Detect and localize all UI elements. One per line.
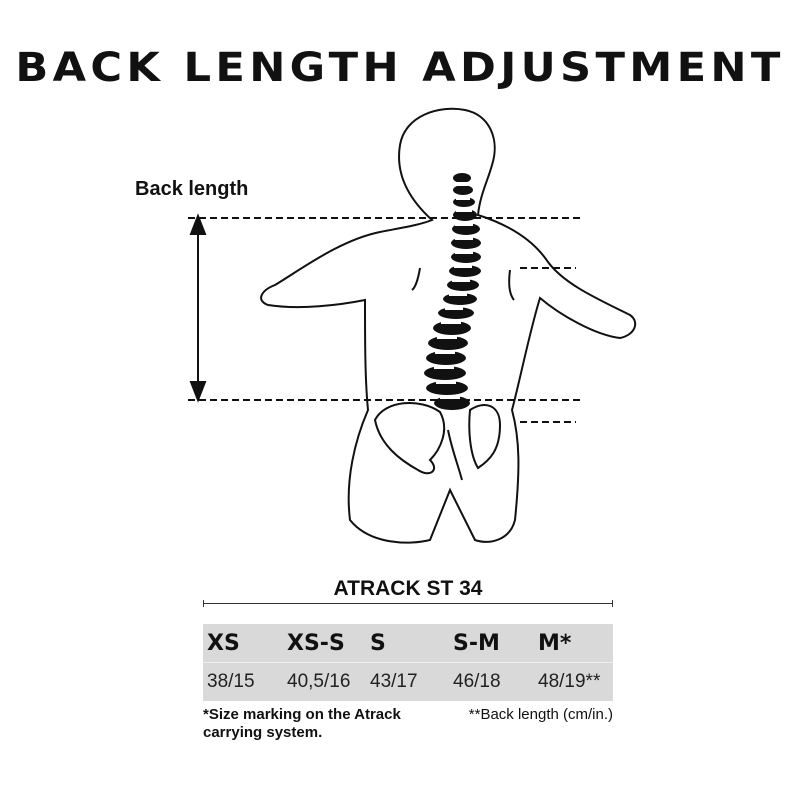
model-divider: [203, 600, 613, 607]
page-title: BACK LENGTH ADJUSTMENT: [15, 45, 785, 91]
size-table: XS XS-S S S-M M* 38/15 40,5/16 43/17 46/…: [203, 624, 613, 701]
length-cell: 40,5/16: [287, 671, 351, 692]
back-length-row: 38/15 40,5/16 43/17 46/18 48/19**: [203, 663, 613, 701]
spine-illustration: [424, 173, 481, 410]
length-cell: 43/17: [370, 671, 418, 692]
length-cell: 48/19**: [538, 671, 601, 692]
length-cell: 38/15: [207, 671, 255, 692]
size-marking-note: *Size marking on the Atrack carrying sys…: [203, 706, 401, 741]
size-row: XS XS-S S S-M M*: [203, 624, 613, 663]
model-name: ATRACK ST 34: [333, 577, 483, 600]
arrow-head-bottom-icon: [189, 381, 207, 403]
size-cell: S-M: [453, 630, 500, 656]
size-cell: XS: [207, 630, 240, 656]
length-cell: 46/18: [453, 671, 501, 692]
back-length-label: Back length: [135, 178, 249, 200]
units-note: **Back length (cm/in.): [468, 706, 613, 723]
size-cell: S: [370, 630, 386, 656]
size-cell: XS-S: [287, 630, 345, 656]
size-cell: M*: [538, 630, 572, 656]
body-outline: [260, 107, 637, 544]
arrow-head-top-icon: [189, 213, 207, 235]
